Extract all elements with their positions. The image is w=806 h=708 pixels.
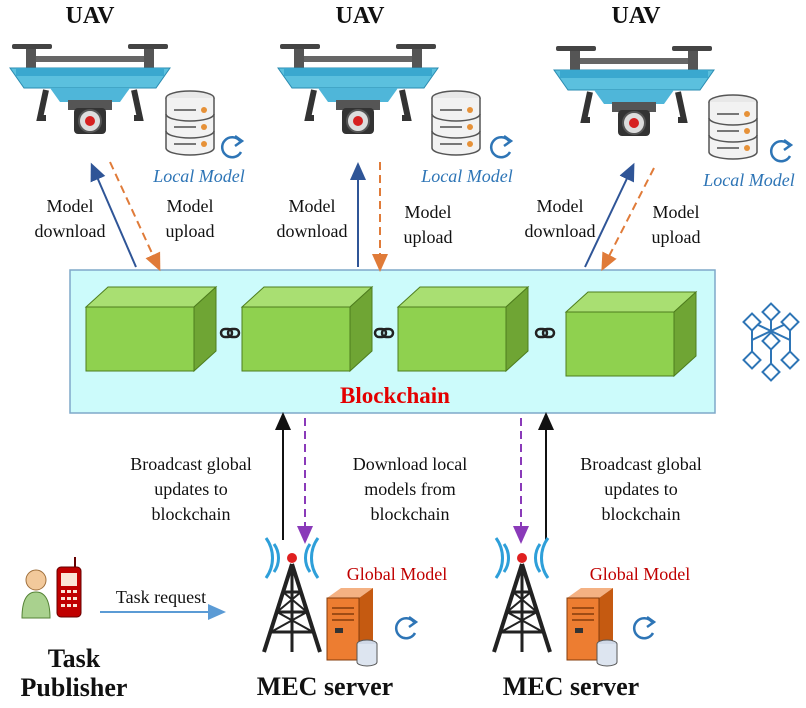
block-3 [397,286,529,372]
upload-arrow-1 [109,161,161,272]
refresh-icon-5 [632,615,656,640]
local-model-label-2: Local Model [421,166,513,186]
global-model-label-1: Global Model [346,564,448,584]
mec-server-label-2: MEC server [502,672,640,701]
model-upload-label-1: Model upload [165,196,215,241]
model-download-label-2: Model download [276,196,348,241]
person-phone-icon [21,557,82,619]
mec-server-label-1: MEC server [256,672,394,701]
blockchain-label: Blockchain [340,383,450,408]
upload-arrow-3 [601,167,655,272]
model-upload-label-2: Model upload [403,202,453,247]
block-4 [565,291,697,377]
block-1 [85,286,217,372]
database-icon-3 [708,94,758,160]
broadcast-label-left: Broadcast global updates to blockchain [130,454,252,524]
uav-title-1: UAV [65,3,115,29]
broadcast-label-right: Broadcast global updates to blockchain [580,454,702,524]
drone-icon-3 [554,46,714,136]
tower-icon-1 [262,536,322,654]
refresh-icon-4 [394,615,418,640]
block-2 [241,286,373,372]
download-arrow-1 [90,162,137,268]
drone-icon-1 [10,44,170,134]
global-model-label-2: Global Model [589,564,691,584]
uav-title-3: UAV [611,3,661,29]
database-icon-2 [431,90,481,156]
database-icon-1 [165,90,215,156]
task-request-label: Task request [115,587,207,607]
task-publisher-label: Task Publisher [20,644,128,702]
model-download-label-3: Model download [524,196,596,241]
uav-title-2: UAV [335,3,385,29]
model-download-label-1: Model download [34,196,106,241]
drone-icon-2 [278,44,438,134]
local-model-label-1: Local Model [153,166,245,186]
download-arrow-3 [584,162,635,268]
refresh-icon-3 [769,138,793,163]
refresh-icon-1 [220,134,244,159]
server-icon-1 [326,587,378,667]
tower-icon-2 [492,536,552,654]
download-local-label: Download local models from blockchain [352,454,468,524]
blockchain-network-icon [742,302,800,382]
refresh-icon-2 [489,134,513,159]
model-upload-label-3: Model upload [651,202,701,247]
local-model-label-3: Local Model [703,170,795,190]
server-icon-2 [566,587,618,667]
